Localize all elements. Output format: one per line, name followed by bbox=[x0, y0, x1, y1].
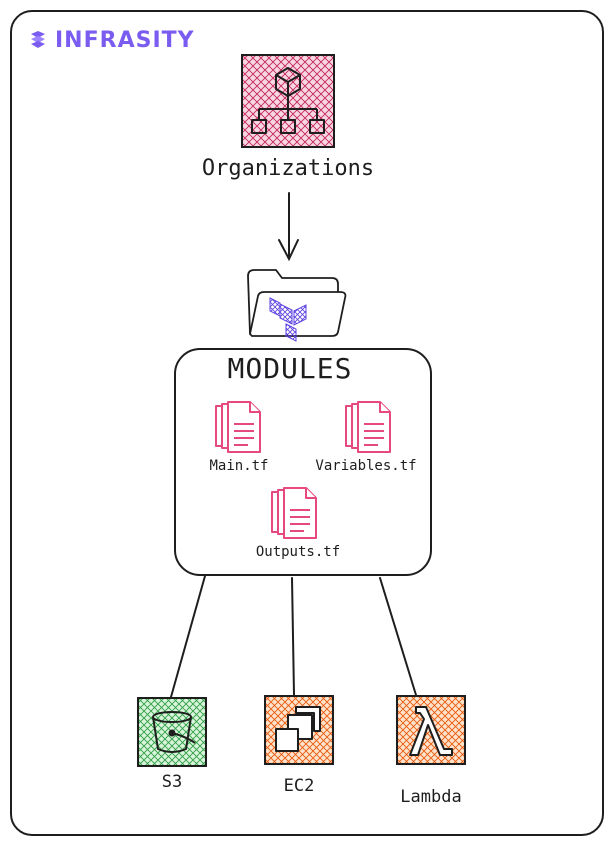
outputs-tf-file-icon bbox=[271, 487, 317, 539]
variables-tf-label: Variables.tf bbox=[315, 458, 417, 474]
lambda-icon bbox=[396, 695, 466, 765]
main-tf-label: Main.tf bbox=[209, 458, 269, 474]
arrow-head bbox=[278, 239, 299, 262]
organizations-icon bbox=[241, 54, 335, 148]
variables-tf-file-icon bbox=[345, 401, 391, 453]
modules-title: MODULES bbox=[227, 352, 353, 385]
brand-logo: INFRASITY bbox=[28, 28, 195, 53]
terraform-folder-icon bbox=[247, 269, 347, 342]
s3-label: S3 bbox=[161, 772, 183, 792]
line-to-lambda bbox=[379, 577, 417, 696]
line-to-ec2 bbox=[291, 577, 295, 696]
ec2-icon bbox=[264, 695, 334, 765]
organizations-label: Organizations bbox=[201, 156, 375, 181]
bucket-icon bbox=[137, 697, 207, 767]
lambda-label: Lambda bbox=[400, 787, 462, 807]
ec2-label: EC2 bbox=[283, 776, 315, 796]
main-tf-file-icon bbox=[215, 401, 261, 453]
outputs-tf-label: Outputs.tf bbox=[255, 544, 341, 560]
line-to-s3 bbox=[170, 575, 206, 698]
infrasity-logo-icon bbox=[31, 30, 45, 48]
brand-name: INFRASITY bbox=[55, 28, 195, 53]
diagram-frame bbox=[10, 10, 604, 836]
modules-group bbox=[174, 348, 432, 576]
